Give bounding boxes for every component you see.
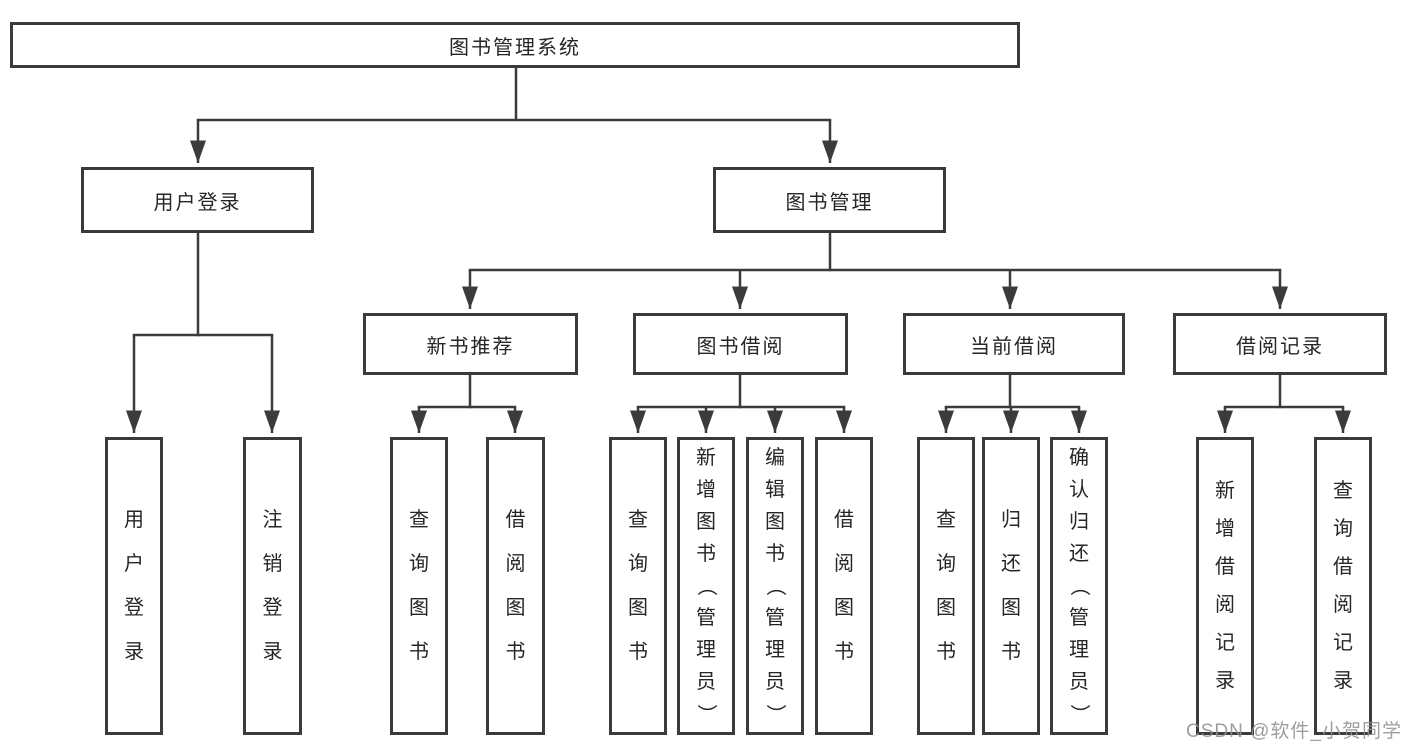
leaf-borrow-add-books-admin: 新增图书（管理员）	[677, 437, 735, 735]
node-borrow-records: 借阅记录	[1173, 313, 1387, 375]
node-new-book-recommend: 新书推荐	[363, 313, 578, 375]
leaf-records-add-record: 新增借阅记录	[1196, 437, 1254, 735]
leaf-records-query-record: 查询借阅记录	[1314, 437, 1372, 735]
leaf-new-rec-query-books: 查询图书	[390, 437, 448, 735]
leaf-current-return-books: 归还图书	[982, 437, 1040, 735]
leaf-logout: 注销登录	[243, 437, 302, 735]
leaf-borrow-edit-books-admin: 编辑图书（管理员）	[746, 437, 804, 735]
node-book-borrow: 图书借阅	[633, 313, 848, 375]
leaf-borrow-query-books: 查询图书	[609, 437, 667, 735]
node-user-login: 用户登录	[81, 167, 314, 233]
node-root: 图书管理系统	[10, 22, 1020, 68]
node-book-management: 图书管理	[713, 167, 946, 233]
csdn-watermark: CSDN @软件_小贺同学	[1186, 721, 1402, 742]
leaf-user-login: 用户登录	[105, 437, 163, 735]
leaf-current-query-books: 查询图书	[917, 437, 975, 735]
leaf-borrow-borrow-books: 借阅图书	[815, 437, 873, 735]
node-current-borrow: 当前借阅	[903, 313, 1125, 375]
leaf-current-confirm-return-admin: 确认归还（管理员）	[1050, 437, 1108, 735]
leaf-new-rec-borrow-books: 借阅图书	[486, 437, 545, 735]
